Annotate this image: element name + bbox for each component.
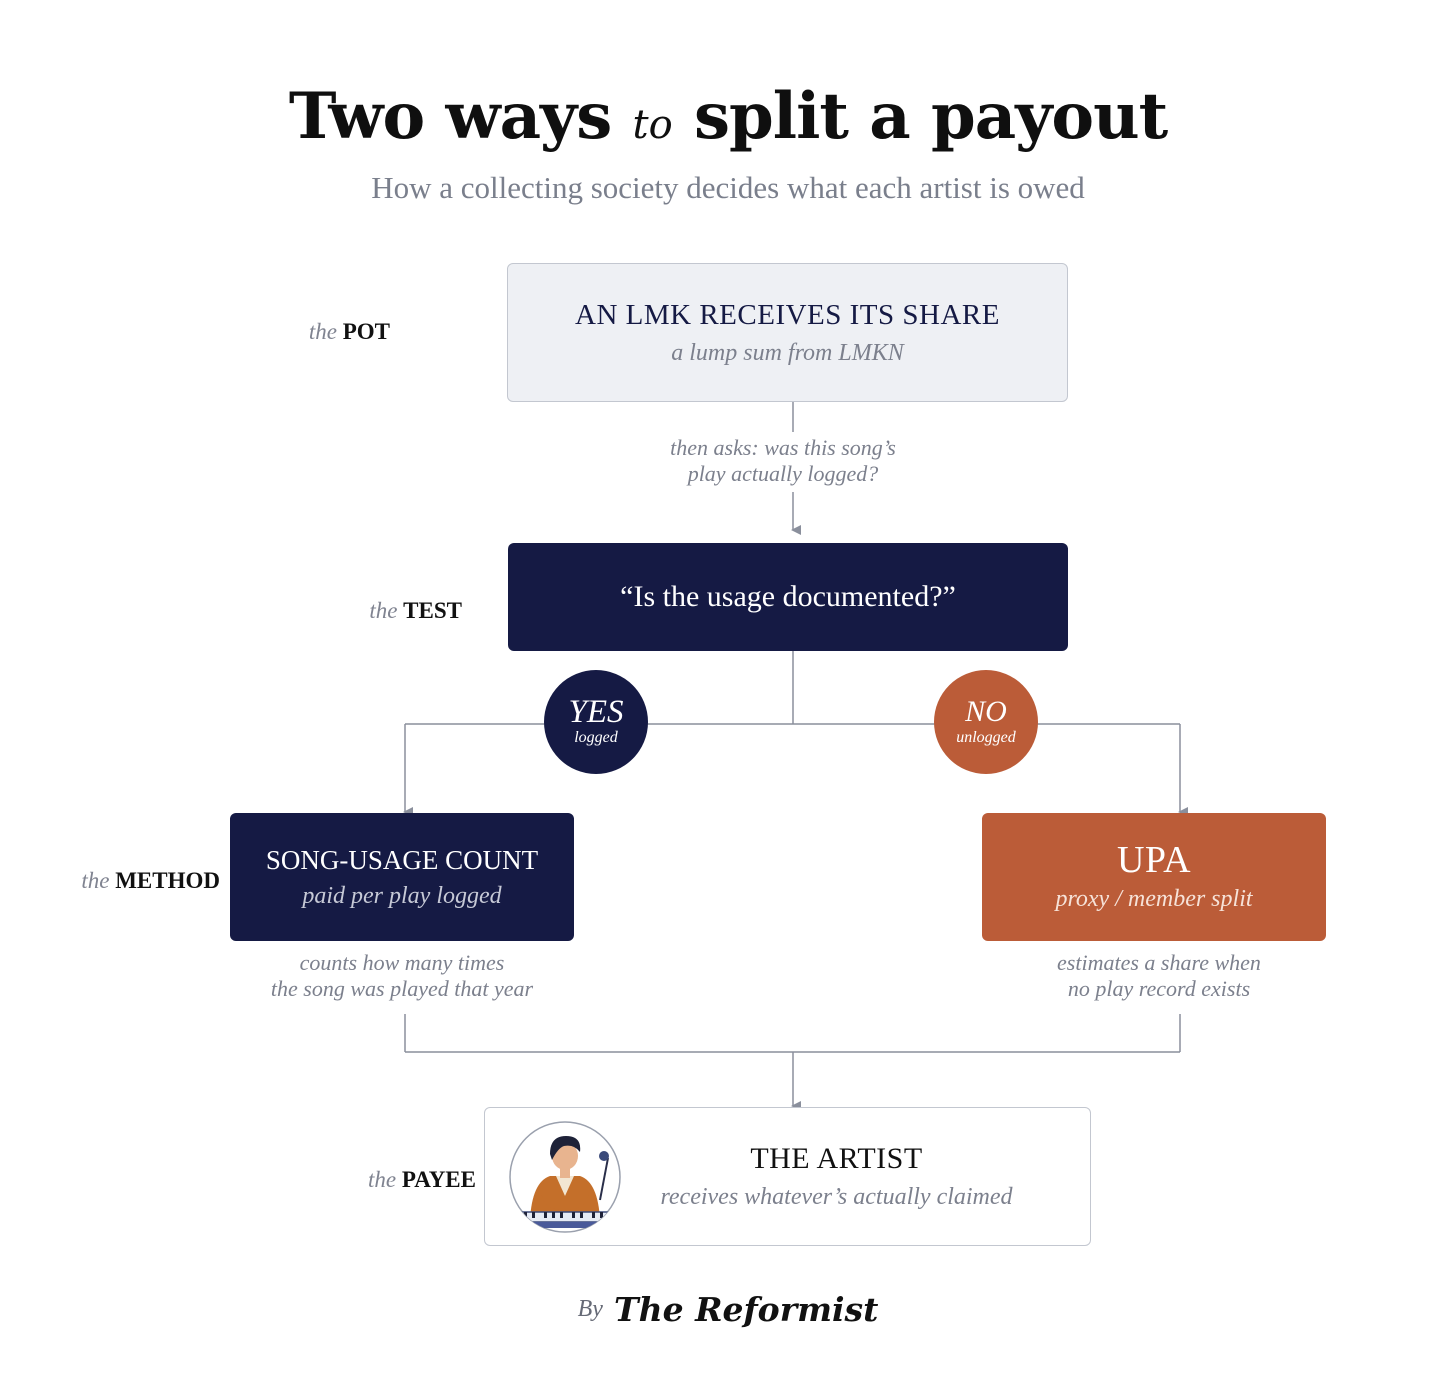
artist-illustration-icon xyxy=(509,1121,621,1233)
row-label-test: the TEST xyxy=(262,597,462,625)
row-label-the: the xyxy=(369,598,398,623)
pot-box: AN LMK RECEIVES ITS SHARE a lump sum fro… xyxy=(507,263,1068,402)
song-usage-heading: SONG-USAGE COUNT xyxy=(265,845,539,875)
no-badge: NO unlogged xyxy=(934,670,1038,774)
byline: By The Reformist xyxy=(0,1290,1456,1329)
song-usage-annotation-line1: counts how many times xyxy=(299,950,505,975)
pot-annotation: then asks: was this song’s play actually… xyxy=(583,435,983,487)
byline-brand-logo: The Reformist xyxy=(614,1290,879,1329)
yes-badge-label: YES xyxy=(568,694,624,730)
row-label-key: PAYEE xyxy=(401,1167,476,1192)
song-usage-annotation: counts how many times the song was playe… xyxy=(220,950,584,1002)
yes-badge-sublabel: logged xyxy=(574,729,618,746)
pot-box-heading: AN LMK RECEIVES ITS SHARE xyxy=(575,298,1000,331)
payee-subtext: receives whatever’s actually claimed xyxy=(660,1183,1013,1210)
test-box: “Is the usage documented?” xyxy=(508,543,1068,651)
row-label-the: the xyxy=(308,319,337,344)
row-label-key: METHOD xyxy=(115,868,220,893)
upa-subtext: proxy / member split xyxy=(1055,886,1253,912)
yes-badge: YES logged xyxy=(544,670,648,774)
byline-by: By xyxy=(577,1296,603,1322)
row-label-the: the xyxy=(81,868,110,893)
pot-annotation-line2: play actually logged? xyxy=(687,461,879,486)
pot-annotation-line1: then asks: was this song’s xyxy=(670,435,896,460)
no-badge-sublabel: unlogged xyxy=(956,729,1016,746)
row-label-the: the xyxy=(368,1167,397,1192)
row-label-payee: the PAYEE xyxy=(276,1166,476,1194)
page-subtitle: How a collecting society decides what ea… xyxy=(371,170,1085,205)
song-usage-method-box: SONG-USAGE COUNT paid per play logged xyxy=(230,813,574,941)
page-title: Two ways to split a payout xyxy=(0,72,1456,170)
row-label-pot: the POT xyxy=(190,318,390,346)
upa-annotation-line1: estimates a share when xyxy=(1057,950,1261,975)
test-box-question: “Is the usage documented?” xyxy=(620,580,956,613)
title-connector: to xyxy=(632,102,673,148)
upa-method-box: UPA proxy / member split xyxy=(982,813,1326,941)
song-usage-annotation-line2: the song was played that year xyxy=(270,976,534,1001)
upa-annotation: estimates a share when no play record ex… xyxy=(977,950,1341,1002)
row-label-method: the METHOD xyxy=(20,867,220,895)
row-label-key: POT xyxy=(342,319,390,344)
payee-heading: THE ARTIST xyxy=(750,1141,923,1175)
row-label-key: TEST xyxy=(403,598,462,623)
title-part1: Two ways xyxy=(288,79,612,154)
title-part2: split a payout xyxy=(693,79,1168,154)
no-badge-label: NO xyxy=(965,695,1007,728)
song-usage-subtext: paid per play logged xyxy=(302,883,502,909)
upa-heading: UPA xyxy=(1116,839,1192,881)
pot-box-subtext: a lump sum from LMKN xyxy=(671,339,904,366)
upa-annotation-line2: no play record exists xyxy=(1067,976,1251,1001)
